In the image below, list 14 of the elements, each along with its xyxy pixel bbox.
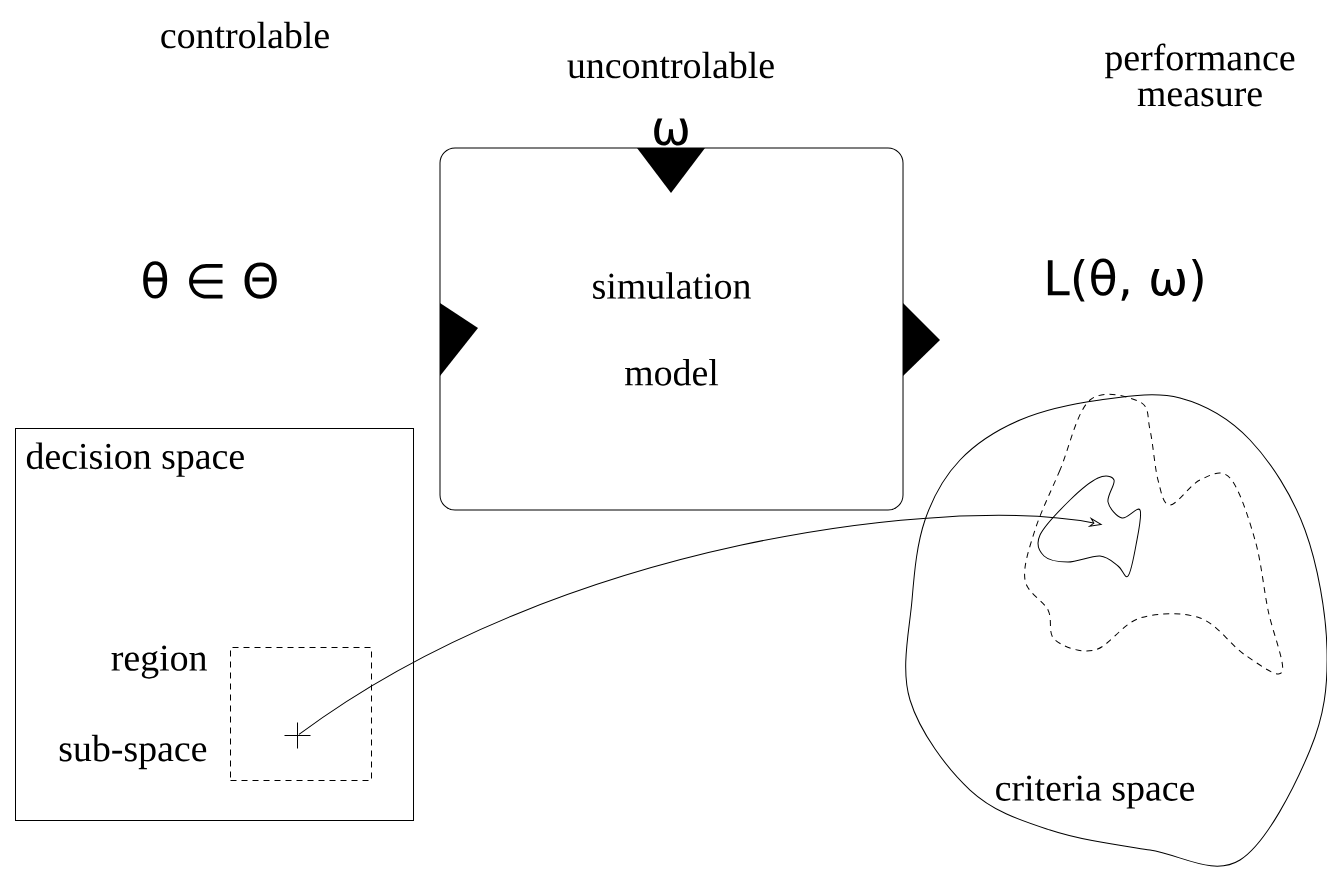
text-label: controlable [161, 21, 329, 49]
cross-mark [284, 722, 311, 749]
region-box [230, 647, 372, 781]
region-outline [1037, 475, 1142, 578]
text-label: performance measure [1105, 43, 1295, 107]
text-label: θ ∈ Θ [143, 261, 277, 299]
process-box: simulation model [439, 147, 940, 511]
text-label: L(θ, ω) [1047, 258, 1203, 302]
text-label: uncontrolable [567, 51, 774, 79]
beside-label: sub-space [59, 734, 207, 770]
beside-label: region [111, 645, 207, 679]
region-outline [1024, 393, 1284, 675]
arrow [298, 514, 1102, 735]
region-outline: criteria space [905, 394, 1327, 867]
